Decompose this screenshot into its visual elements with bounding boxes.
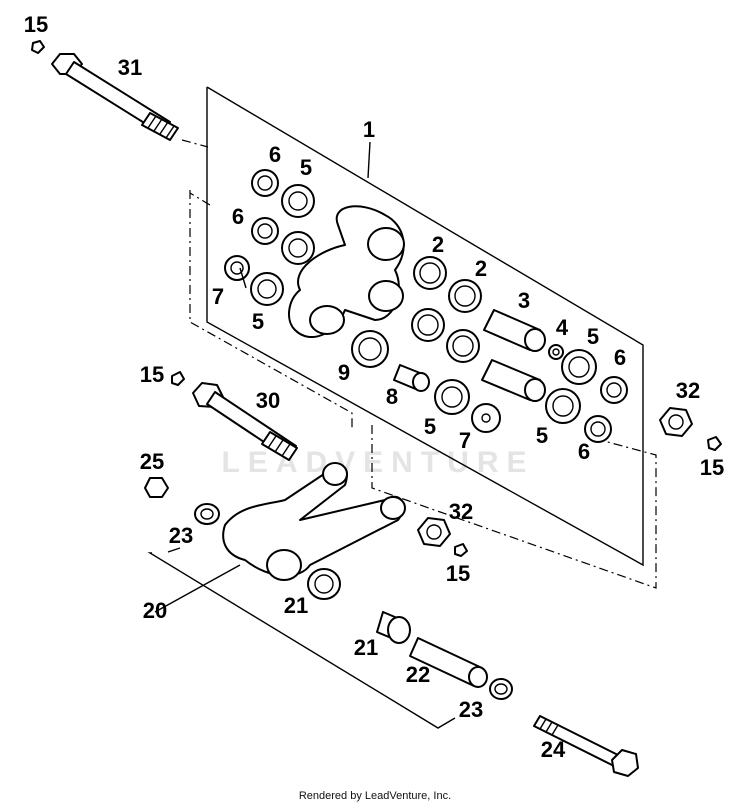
callout-2-b: 2: [475, 256, 487, 281]
bushing-8: [393, 364, 430, 392]
seal-ring-6c: [600, 376, 628, 404]
callout-5-c: 5: [587, 324, 599, 349]
seal-ring-7a: [224, 255, 250, 281]
group-brackets: [147, 547, 456, 729]
callout-6-a: 6: [269, 142, 281, 167]
callout-3: 3: [518, 288, 530, 313]
callout-8: 8: [386, 384, 398, 409]
nut-25: [144, 477, 169, 498]
bolt-24: [533, 715, 639, 777]
bearing-21-upper: [307, 568, 341, 600]
sleeve-3a: [483, 309, 546, 352]
callout-15-d: 15: [446, 561, 470, 586]
callout-21-a: 21: [284, 593, 308, 618]
sleeve-3b: [481, 359, 546, 402]
seal-ring-5d: [561, 349, 597, 385]
needle-bearing-2a: [413, 256, 447, 290]
callout-6-b: 6: [232, 204, 244, 229]
callout-5-a: 5: [300, 155, 312, 180]
nut-32-lower: [417, 517, 451, 547]
needle-bearing-2c: [411, 308, 445, 342]
seal-ring-5a: [281, 184, 315, 218]
bolt-30: [192, 382, 298, 461]
footer-credit: Rendered by LeadVenture, Inc.: [298, 790, 452, 802]
seal-ring-6a: [251, 169, 279, 197]
seal-ring-5c: [250, 272, 284, 306]
nut-32-right: [659, 407, 693, 437]
bearing-21-lower: [376, 611, 411, 644]
callout-15-c: 15: [700, 455, 724, 480]
seal-ring-6b: [251, 217, 279, 245]
watermark-text: LEADVENTURE: [221, 446, 534, 479]
seal-ring-5b: [281, 231, 315, 265]
callout-25: 25: [140, 449, 164, 474]
leader-lines: [154, 141, 371, 613]
fastener-15-right: [707, 436, 722, 451]
linkage-body: [288, 205, 405, 339]
callout-21-b: 21: [354, 635, 378, 660]
callout-7-b: 7: [459, 428, 471, 453]
link-arm-20: [222, 462, 406, 581]
callout-15-b: 15: [140, 362, 164, 387]
callout-7-a: 7: [212, 284, 224, 309]
bolt-31: [51, 53, 179, 141]
callout-24: 24: [541, 737, 566, 762]
callout-labels: 15 31 1 6 5 6 2 2 7 3 5 4 5 6 9 15 32 30…: [24, 12, 724, 762]
callout-9: 9: [338, 360, 350, 385]
callout-5-d: 5: [424, 414, 436, 439]
callout-2-a: 2: [432, 232, 444, 257]
seal-ring-6d: [584, 415, 612, 443]
callout-4: 4: [556, 315, 569, 340]
callout-6-c: 6: [614, 345, 626, 370]
bushing-23-upper: [194, 503, 220, 525]
callout-6-d: 6: [578, 439, 590, 464]
bearing-9: [351, 330, 389, 368]
fastener-15-lower: [454, 543, 468, 557]
needle-bearing-2b: [448, 279, 482, 313]
callout-23-a: 23: [169, 523, 193, 548]
assembly-frame-1: [206, 86, 644, 567]
spacer-7: [471, 403, 501, 433]
callout-23-b: 23: [459, 697, 483, 722]
bushing-23-lower: [489, 678, 513, 700]
seal-ring-5f: [434, 379, 470, 415]
fastener-15-mid: [171, 371, 185, 386]
callout-15-a: 15: [24, 12, 48, 37]
callout-5-b: 5: [252, 309, 264, 334]
callout-32-a: 32: [676, 378, 700, 403]
callout-30: 30: [256, 388, 280, 413]
sleeve-22: [409, 637, 488, 688]
seal-ring-5e: [545, 388, 581, 424]
fastener-15-top: [31, 40, 45, 54]
callout-22: 22: [406, 662, 430, 687]
callout-32-b: 32: [449, 499, 473, 524]
needle-bearing-2d: [446, 329, 480, 363]
washer-4: [548, 344, 564, 360]
callout-5-e: 5: [536, 423, 548, 448]
callout-20: 20: [143, 598, 167, 623]
callout-1: 1: [363, 117, 375, 142]
callout-31: 31: [118, 55, 142, 80]
dash-boundaries: [181, 139, 657, 589]
